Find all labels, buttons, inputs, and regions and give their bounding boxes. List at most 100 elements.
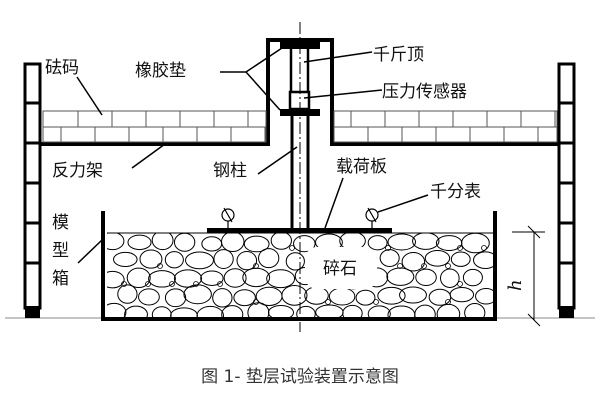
gravel-stone	[107, 233, 125, 251]
right-support-column	[557, 62, 576, 318]
gravel-stone	[367, 235, 388, 251]
height-dimension	[512, 225, 545, 327]
gravel-pebble	[193, 317, 199, 318]
label-reaction-frame: 反力架	[52, 161, 103, 181]
gravel-stone	[473, 251, 494, 269]
gravel-pebble	[157, 263, 163, 269]
gravel-stone	[401, 252, 426, 272]
gravel-stone	[113, 251, 138, 268]
label-weights: 砝码	[45, 58, 79, 78]
gravel-stone	[475, 288, 494, 305]
label-jack: 千斤顶	[373, 45, 424, 65]
gravel-stone	[139, 249, 163, 269]
gravel-stone	[304, 286, 329, 305]
label-steel-column: 钢柱	[213, 161, 247, 181]
gravel-stone	[233, 289, 256, 307]
gravel-pebble	[421, 263, 427, 269]
gravel-stone	[449, 286, 475, 303]
gravel-stone	[223, 268, 247, 288]
gravel-stone	[258, 248, 280, 269]
label-model-box-1: 模	[52, 213, 69, 233]
gravel-stone	[428, 288, 452, 306]
gravel-stone	[435, 235, 463, 251]
loading-plate	[207, 228, 392, 233]
gravel-stone	[328, 287, 356, 306]
gravel-stone	[126, 267, 151, 289]
gravel-label-area	[305, 247, 377, 289]
gravel-pebble	[169, 317, 175, 318]
gravel-stone	[387, 233, 417, 251]
gravel-stone	[296, 305, 316, 318]
gravel-stone	[379, 249, 400, 267]
dial-gauge-right	[365, 207, 379, 228]
gravel-pebble	[445, 263, 451, 269]
gravel-stone	[270, 233, 292, 250]
counterweight-blocks-right	[333, 110, 558, 143]
label-loading-plate: 载荷板	[336, 157, 387, 177]
counterweight-blocks-left	[42, 110, 267, 143]
gravel-stone	[243, 235, 270, 253]
gravel-stone	[377, 286, 406, 305]
left-support-column	[23, 62, 42, 318]
gravel-stone	[124, 305, 148, 318]
gravel-stone	[266, 269, 296, 289]
gravel-stone	[236, 251, 258, 271]
gravel-stone	[138, 288, 160, 306]
model-box	[101, 211, 497, 321]
gravel-stone	[355, 289, 376, 306]
label-model-box-3: 箱	[52, 269, 69, 289]
gravel-pebble	[481, 317, 487, 318]
gravel-pebble	[493, 263, 494, 269]
gravel-stone	[212, 288, 233, 308]
gravel-pebble	[325, 299, 331, 305]
gravel-stone	[386, 267, 415, 286]
gravel-stone	[399, 286, 427, 304]
leader-lines	[76, 45, 429, 264]
gravel-pebble	[265, 317, 271, 318]
label-model-box-2: 型	[52, 241, 69, 261]
gravel-stone	[107, 302, 127, 318]
label-pressure-sensor: 压力传感器	[382, 82, 467, 102]
gravel-stone	[107, 270, 125, 289]
label-height: h	[505, 279, 526, 291]
gravel-pebble	[289, 245, 295, 251]
gravel-stone	[127, 234, 152, 251]
gravel-pebble	[217, 281, 223, 287]
gravel-pebble	[193, 281, 199, 287]
gravel-pebble	[169, 281, 175, 287]
gravel-stone	[173, 233, 196, 252]
label-dial-gauge: 千分表	[430, 182, 481, 202]
gravel-pebble	[121, 281, 127, 287]
gravel-stone	[183, 284, 212, 305]
gravel-pebble	[457, 281, 463, 287]
gravel-stone	[213, 249, 234, 269]
gravel-stone	[221, 233, 245, 253]
gravel-stone	[200, 270, 224, 286]
gravel-stone	[242, 267, 271, 288]
gravel-stone	[440, 268, 460, 288]
gravel-stone	[412, 233, 440, 250]
gravel-pebble	[481, 245, 487, 251]
gravel-stone	[196, 305, 225, 318]
gravel-pebble	[145, 281, 151, 287]
label-rubber-pad: 橡胶垫	[135, 61, 186, 81]
gravel-stone	[367, 305, 391, 318]
gravel-stone	[415, 268, 437, 287]
gravel-stone	[436, 303, 461, 318]
gravel-stone	[151, 233, 174, 251]
gravel-pebble	[457, 245, 463, 251]
gravel-stone	[293, 235, 316, 253]
label-gravel: 碎石	[323, 259, 357, 279]
gravel-stone	[281, 284, 308, 306]
gravel-stone	[285, 252, 305, 271]
gravel-stone	[414, 304, 436, 318]
gravel-stone	[387, 305, 416, 318]
figure-caption: 图 1- 垫层试验装置示意图	[201, 367, 399, 387]
gravel-stone	[164, 251, 184, 269]
gravel-stone	[424, 250, 451, 267]
gravel-stone	[221, 305, 244, 318]
gravel-stone	[267, 304, 295, 318]
gravel-stone	[450, 251, 471, 267]
gravel-stone	[462, 268, 483, 287]
